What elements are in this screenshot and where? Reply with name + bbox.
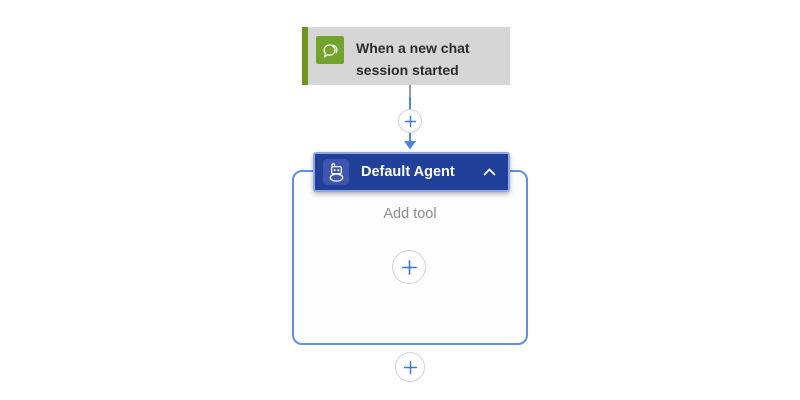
plus-icon — [404, 115, 416, 127]
agent-title: Default Agent — [361, 164, 455, 180]
plus-icon — [403, 360, 417, 374]
insert-after-agent-button[interactable] — [395, 352, 425, 382]
chat-bubbles-icon — [316, 36, 344, 64]
chevron-up-icon — [483, 168, 496, 176]
add-tool-button[interactable] — [392, 250, 426, 284]
insert-action-button[interactable] — [398, 109, 422, 133]
agent-header-card[interactable]: Default Agent — [313, 152, 510, 192]
collapse-agent-button[interactable] — [481, 166, 498, 178]
plus-icon — [401, 259, 417, 275]
trigger-accent-stripe — [302, 27, 308, 85]
connector-stub-gray — [409, 85, 411, 97]
trigger-label: When a new chat session started — [356, 40, 470, 78]
arrow-down-icon — [404, 141, 416, 150]
trigger-card[interactable]: When a new chat session started — [302, 27, 510, 85]
add-tool-label: Add tool — [383, 206, 437, 222]
bot-icon — [323, 159, 349, 185]
